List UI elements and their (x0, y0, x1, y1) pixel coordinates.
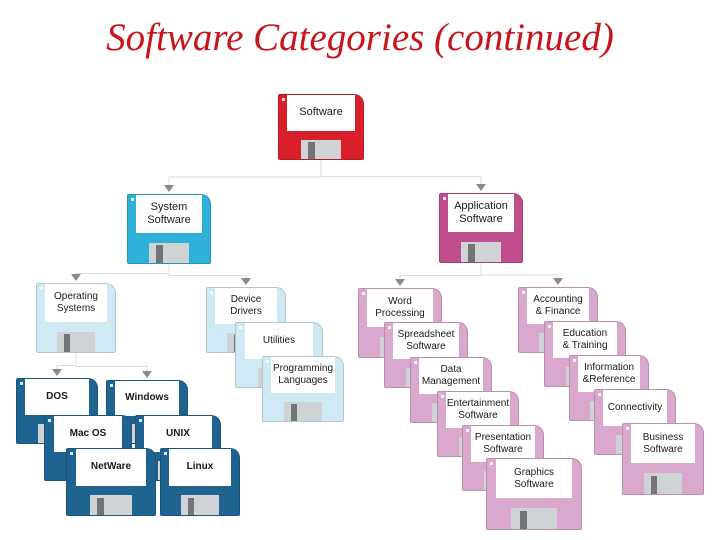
disk-hole-icon (362, 292, 365, 295)
disk-hole-icon (490, 462, 493, 465)
arrow-down-icon (476, 184, 486, 191)
node-label: Data Management (419, 358, 483, 394)
node-label: Accounting & Finance (526, 288, 590, 324)
disk-hole-icon (139, 419, 142, 422)
disk-hole-icon (131, 198, 134, 201)
disk-hole-icon (282, 98, 285, 101)
disk-shutter-icon (643, 473, 683, 494)
node-label: NetWare (75, 449, 147, 486)
node-label: Business Software (631, 424, 695, 464)
arrow-down-icon (142, 371, 152, 378)
arrow-down-icon (52, 369, 62, 376)
node-label: Utilities (244, 323, 314, 359)
disk-shutter-icon (283, 401, 323, 421)
node-label: Linux (168, 449, 232, 486)
disk-shutter-icon (300, 139, 342, 159)
node-label: Windows (115, 381, 179, 416)
disk-hole-icon (598, 393, 601, 396)
slide-title: Software Categories (continued) (106, 16, 614, 59)
disk-hole-icon (210, 291, 213, 294)
disk-hole-icon (388, 326, 391, 329)
node-label: Information &Reference (577, 356, 641, 392)
disk-shutter-icon (511, 508, 557, 529)
connector-application-software-to-word-processing (399, 263, 482, 280)
disk-shutter-icon (57, 331, 95, 352)
arrow-down-icon (71, 274, 81, 281)
connector-operating-systems-to-windows (75, 353, 148, 372)
connector-software-to-system-software (168, 160, 322, 186)
disk-hole-icon (466, 429, 469, 432)
node-label: DOS (25, 379, 89, 415)
disk-hole-icon (20, 382, 23, 385)
node-label: Spreadsheet Software (393, 323, 459, 359)
node-netware: NetWare (66, 448, 156, 516)
disk-hole-icon (266, 360, 269, 363)
node-label: UNIX (144, 416, 212, 452)
disk-hole-icon (573, 359, 576, 362)
node-label: Connectivity (603, 390, 667, 426)
node-business-software: Business Software (622, 423, 704, 495)
node-operating-systems: Operating Systems (36, 283, 116, 353)
node-label: Application Software (448, 194, 514, 233)
connector-system-software-to-operating-systems (75, 264, 170, 275)
disk-shutter-icon (181, 495, 219, 515)
disk-hole-icon (48, 419, 51, 422)
arrow-down-icon (553, 278, 563, 285)
disk-shutter-icon (149, 242, 189, 263)
node-label: Programming Languages (271, 357, 335, 393)
disk-hole-icon (40, 287, 43, 290)
node-label: Operating Systems (44, 284, 108, 323)
connector-software-to-application-software (320, 160, 482, 185)
node-application-software: Application Software (439, 193, 523, 263)
connector-operating-systems-to-dos (56, 353, 77, 370)
disk-hole-icon (164, 452, 167, 455)
node-label: Entertainment Software (446, 392, 510, 428)
node-utilities: Utilities (235, 322, 323, 388)
connector-application-software-to-accounting-finance (480, 263, 559, 279)
disk-hole-icon (441, 395, 444, 398)
node-label: Software (287, 95, 355, 131)
node-programming-languages: Programming Languages (262, 356, 344, 422)
node-label: Education & Training (553, 322, 617, 358)
node-system-software: System Software (127, 194, 211, 264)
disk-hole-icon (239, 326, 242, 329)
arrow-down-icon (241, 278, 251, 285)
arrow-down-icon (164, 185, 174, 192)
disk-hole-icon (626, 427, 629, 430)
connector-system-software-to-device-drivers (168, 264, 247, 279)
disk-hole-icon (414, 361, 417, 364)
node-label: Presentation Software (471, 426, 535, 462)
disk-hole-icon (443, 197, 446, 200)
disk-hole-icon (522, 291, 525, 294)
node-label: Device Drivers (214, 288, 278, 324)
node-software: Software (278, 94, 364, 160)
arrow-down-icon (395, 279, 405, 286)
node-graphics-software: Graphics Software (486, 458, 582, 530)
disk-hole-icon (110, 384, 113, 387)
disk-hole-icon (548, 325, 551, 328)
node-label: Word Processing (367, 289, 433, 328)
disk-hole-icon (70, 452, 73, 455)
node-label: Graphics Software (496, 459, 572, 499)
disk-shutter-icon (461, 241, 501, 262)
node-label: System Software (136, 195, 202, 234)
node-label: Mac OS (53, 416, 123, 452)
disk-shutter-icon (89, 495, 133, 515)
node-linux: Linux (160, 448, 240, 516)
